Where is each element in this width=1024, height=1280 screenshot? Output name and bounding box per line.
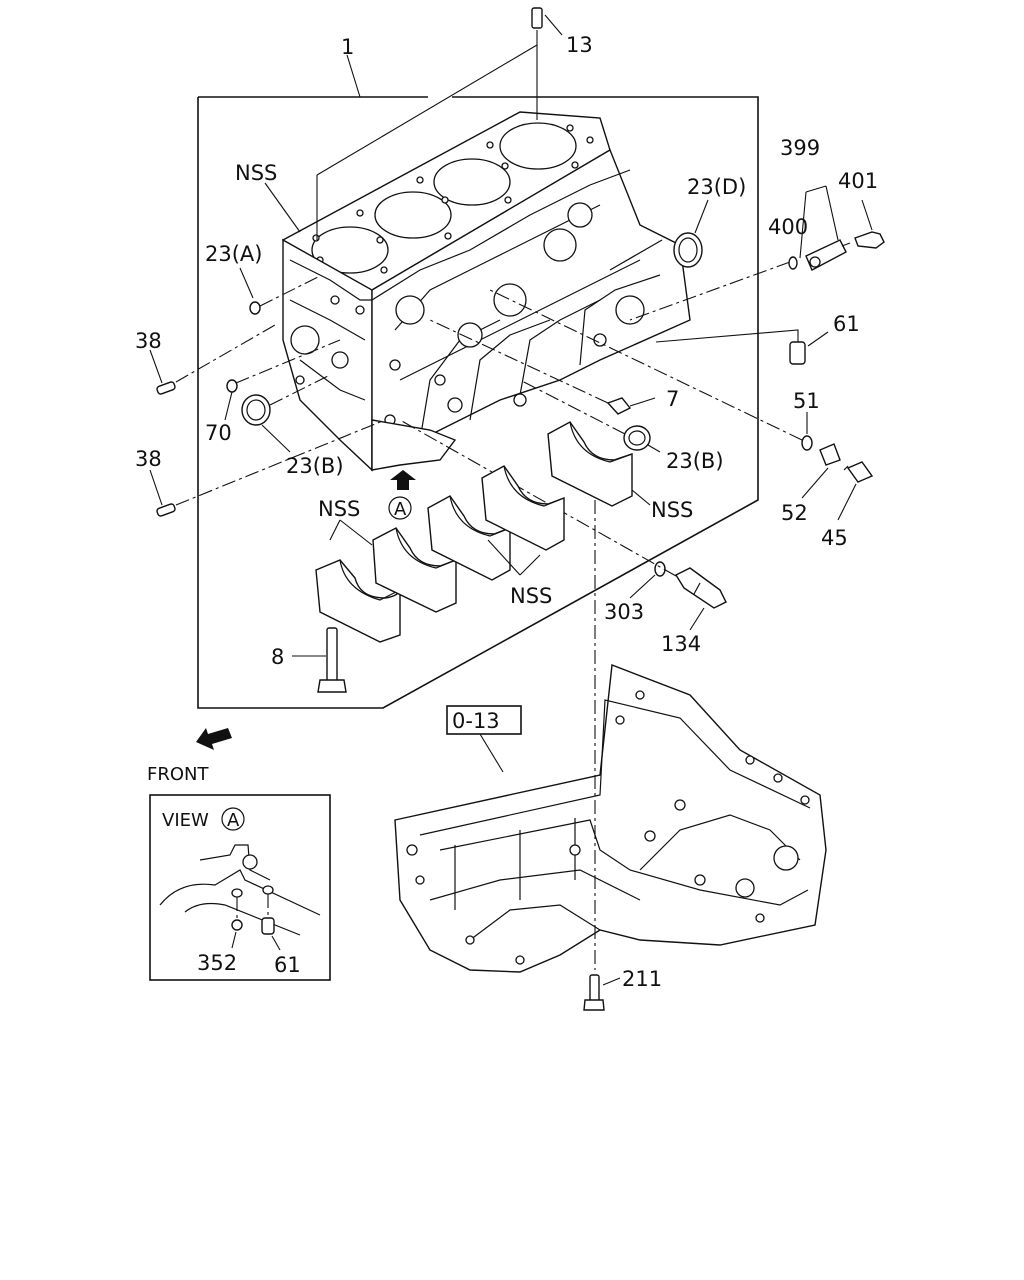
part-45-switch [837,461,874,521]
label-view-a: A [227,810,240,831]
part-8-cap-bolt [292,627,347,693]
part-7-bolt [429,319,656,415]
label-51: 51 [793,389,820,413]
cylinder-bore-2 [374,191,452,239]
label-23b-right: 23(B) [666,449,724,473]
bearing-cap-3 [427,495,511,581]
leaders-bearing-caps [329,489,651,576]
oil-pan [394,664,827,973]
label-13: 13 [566,33,593,57]
label-circle-a: A [394,499,407,520]
label-211: 211 [622,967,662,991]
view-a-arrow-icon [390,470,416,490]
label-nss-left: NSS [318,497,360,521]
part-61-dowel [655,329,829,365]
label-401: 401 [838,169,878,193]
label-front: FRONT [147,764,209,785]
part-51-washer [489,289,813,451]
part-211-bolt [583,500,621,1011]
bearing-cap-5 [547,421,633,507]
part-38-pin-lower [149,419,386,517]
cylinder-block [281,111,691,472]
circle-a-marker [388,496,412,520]
part-134-oil-jet [399,419,727,631]
part-23b-right-plug [519,379,661,453]
part-401-bolt [841,199,885,249]
label-52: 52 [781,501,808,525]
part-23a-plug [239,267,321,315]
part-400-oring [788,256,798,270]
circle-a-view-marker [221,807,245,831]
part-52-fitting [801,443,841,499]
part-23b-left-plug [241,374,331,453]
part-23d-plug [609,199,709,271]
assembly-frame [197,96,759,709]
part-399-sensor [629,185,847,321]
label-303: 303 [604,600,644,624]
part-303-washer [629,561,666,599]
view-a-detail [149,794,331,981]
label-399: 399 [780,136,820,160]
label-61: 61 [833,312,860,336]
label-352: 352 [197,951,237,975]
label-61-view: 61 [274,953,301,977]
label-23b-left: 23(B) [286,454,344,478]
label-23a: 23(A) [205,242,262,266]
front-arrow-icon [196,728,232,750]
part-38-pin-upper [149,324,276,395]
label-0-13: 0-13 [452,709,500,733]
part-70-ring [224,339,341,421]
label-70: 70 [205,421,232,445]
leader-nss-top [264,182,301,233]
cylinder-bore-3 [433,158,511,206]
cylinder-bore-1 [311,226,389,274]
bearing-cap-4 [481,465,565,551]
label-nss-bottom: NSS [510,584,552,608]
ref-0-13-box [446,705,522,773]
label-view: VIEW [162,810,209,831]
label-23d: 23(D) [687,175,746,199]
label-45: 45 [821,526,848,550]
label-7: 7 [666,387,679,411]
bearing-cap-2 [372,527,457,613]
label-nss-right: NSS [651,498,693,522]
label-134: 134 [661,632,701,656]
leader-1 [346,54,361,98]
label-nss-top: NSS [235,161,277,185]
label-38-upper: 38 [135,329,162,353]
label-38-lower: 38 [135,447,162,471]
label-400: 400 [768,215,808,239]
label-1: 1 [341,35,354,59]
part-13-dowel [316,7,563,240]
label-8: 8 [271,645,284,669]
cylinder-bore-4 [499,122,577,170]
